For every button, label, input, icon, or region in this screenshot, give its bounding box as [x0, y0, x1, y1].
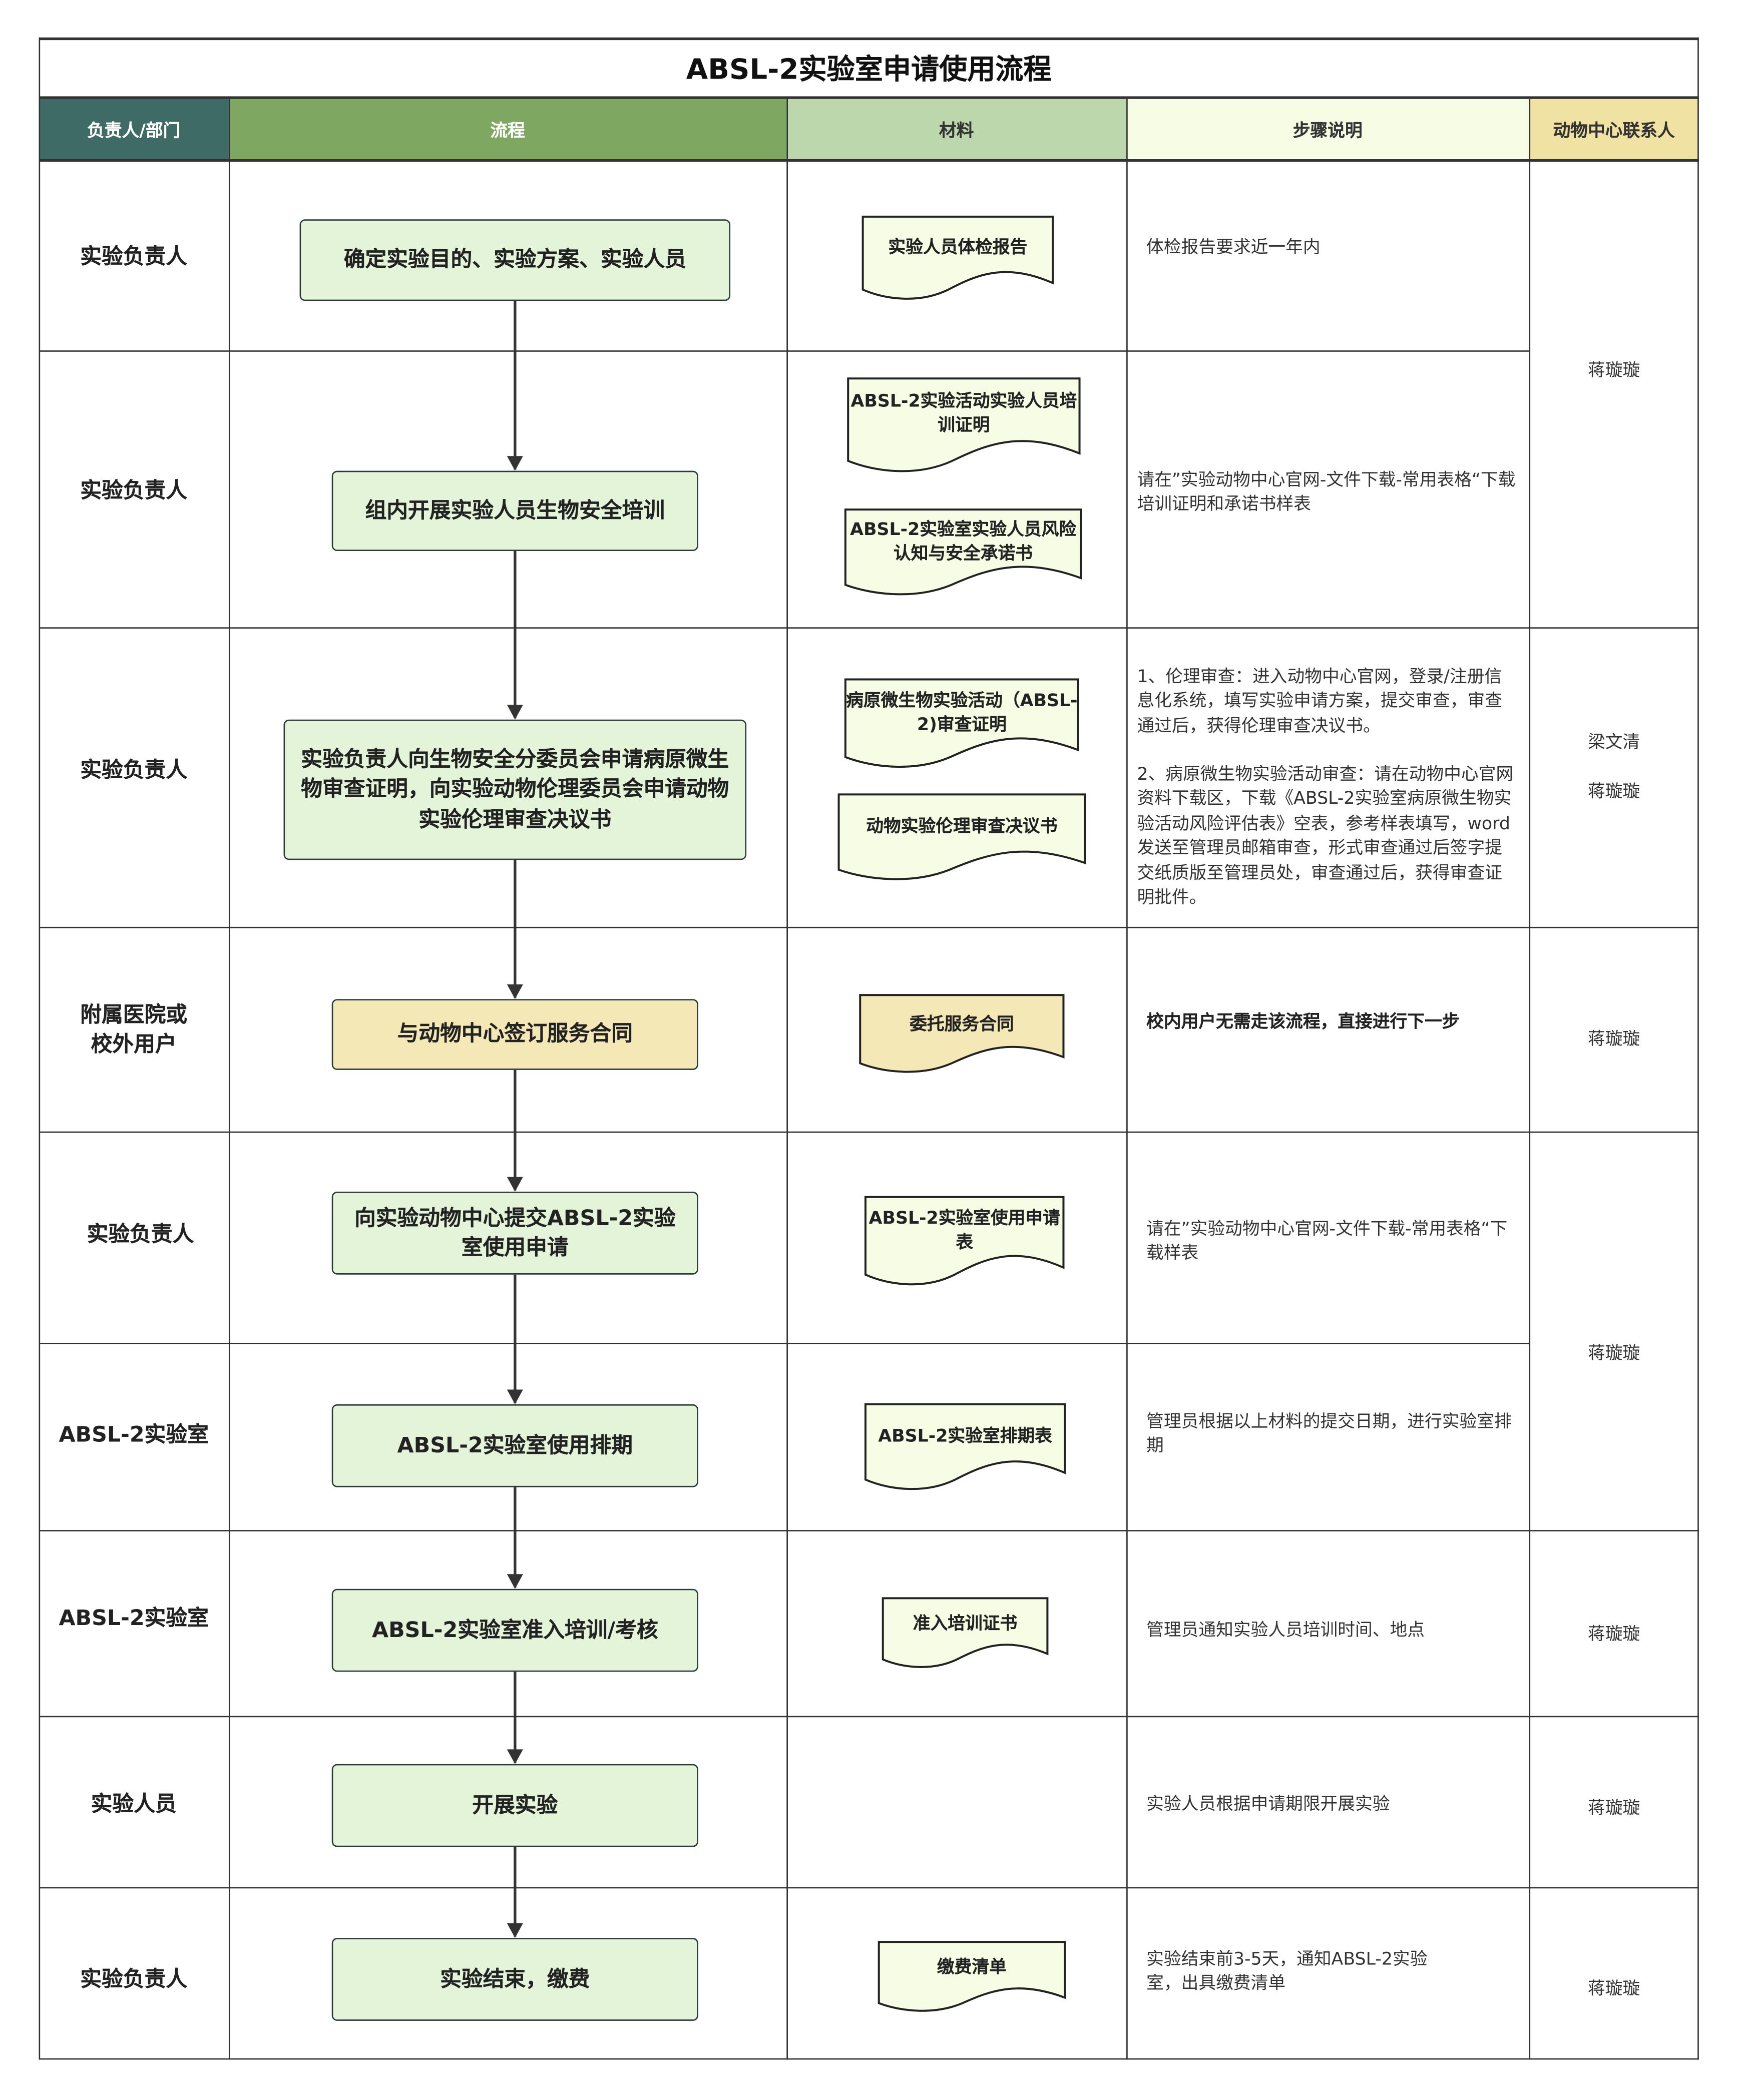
- contact-name: 蒋璇璇: [1587, 1979, 1640, 2000]
- divider: [228, 98, 230, 2060]
- material-label: 实验人员体检报告: [888, 238, 1028, 258]
- material-document: 病原微生物实验活动（ABSL-2)审查证明: [845, 680, 1078, 768]
- document-shape-icon: [879, 1942, 1065, 2011]
- divider: [786, 98, 788, 2060]
- role-label: 实验负责人: [80, 477, 188, 502]
- step-description: 实验人员根据申请期限开展实验: [1146, 1795, 1390, 1815]
- divider: [39, 1887, 1699, 1889]
- flow-arrow: [507, 1070, 523, 1192]
- divider: [39, 1530, 1699, 1531]
- role-label: 实验人员: [91, 1791, 177, 1817]
- material-label: 动物实验伦理审查决议书: [866, 817, 1058, 837]
- step-description: 管理员根据以上材料的提交日期，进行实验室排期: [1146, 1412, 1512, 1457]
- material-label: ABSL-2实验室实验人员风险认知与安全承诺书: [850, 519, 1076, 565]
- process-step-6: ABSL-2实验室使用排期: [331, 1404, 698, 1487]
- header-contact: 动物中心联系人: [1529, 98, 1699, 161]
- role-label: ABSL-2实验室: [59, 1422, 209, 1447]
- material-document: 动物实验伦理审查决议书: [839, 794, 1085, 880]
- divider: [39, 159, 1699, 162]
- role-label: 实验负责人: [80, 1965, 188, 1991]
- material-label: ABSL-2实验室排期表: [878, 1426, 1052, 1447]
- material-label: 病原微生物实验活动（ABSL-2)审查证明: [846, 691, 1078, 736]
- document-shape-icon: [860, 995, 1063, 1073]
- flow-arrow: [507, 551, 523, 720]
- step-description: 实验结束前3-5天，通知ABSL-2实验室，出具缴费清单: [1146, 1950, 1428, 1995]
- material-document: 实验人员体检报告: [863, 217, 1053, 300]
- header-process: 流程: [228, 98, 787, 161]
- process-step-5: 向实验动物中心提交ABSL-2实验室使用申请: [331, 1192, 698, 1275]
- divider: [39, 1342, 1529, 1344]
- contact-name: 蒋璇璇: [1587, 1799, 1640, 1819]
- contact-name: 蒋璇璇: [1587, 1344, 1640, 1364]
- material-label: 委托服务合同: [910, 1014, 1014, 1035]
- header-steps: 步骤说明: [1126, 98, 1529, 161]
- material-label: ABSL-2实验室使用申请表: [868, 1208, 1060, 1253]
- document-shape-icon: [845, 509, 1081, 595]
- table-border: [39, 2058, 1699, 2060]
- contact-name: 蒋璇璇: [1587, 361, 1640, 381]
- process-step-9: 实验结束，缴费: [331, 1938, 698, 2021]
- contact-name: 梁文清: [1587, 733, 1640, 753]
- material-document: ABSL-2实验室使用申请表: [865, 1197, 1064, 1285]
- document-shape-icon: [865, 1197, 1064, 1285]
- process-step-3: 实验负责人向生物安全分委员会申请病原微生物审查证明，向实验动物伦理委员会申请动物…: [283, 719, 747, 860]
- divider: [39, 96, 1699, 99]
- step-description: 2、病原微生物实验活动审查：请在动物中心官网资料下载区，下载《ABSL-2实验室…: [1137, 765, 1514, 909]
- step-description: 1、伦理审查：进入动物中心官网，登录/注册信息化系统，填写实验申请方案，提交审查…: [1137, 667, 1503, 737]
- table-border: [39, 37, 1699, 41]
- document-shape-icon: [839, 794, 1085, 880]
- step-description: 体检报告要求近一年内: [1146, 238, 1321, 258]
- document-shape-icon: [865, 1404, 1065, 1490]
- step-description: 管理员通知实验人员培训时间、地点: [1146, 1621, 1425, 1641]
- header-dept: 负责人/部门: [39, 98, 229, 161]
- document-shape-icon: [863, 217, 1053, 300]
- divider: [39, 350, 1529, 352]
- contact-name: 蒋璇璇: [1587, 1625, 1640, 1645]
- process-step-8: 开展实验: [331, 1764, 698, 1847]
- process-step-7: ABSL-2实验室准入培训/考核: [331, 1589, 698, 1672]
- flow-arrow: [507, 1487, 523, 1589]
- table-border: [39, 37, 41, 2060]
- document-shape-icon: [845, 680, 1078, 768]
- material-document: ABSL-2实验室实验人员风险认知与安全承诺书: [845, 509, 1081, 595]
- material-label: 缴费清单: [937, 1958, 1007, 1978]
- material-document: 缴费清单: [879, 1942, 1065, 2011]
- role-label: 附属医院或校外用户: [80, 1002, 188, 1057]
- role-label: 实验负责人: [87, 1221, 194, 1247]
- contact-name: 蒋璇璇: [1587, 1029, 1640, 1050]
- contact-name: 蒋璇璇: [1587, 782, 1640, 803]
- step-description: 请在”实验动物中心官网-文件下载-常用表格“下载培训证明和承诺书样表: [1137, 470, 1516, 516]
- divider: [39, 627, 1699, 629]
- role-label: 实验负责人: [80, 243, 188, 269]
- process-step-2: 组内开展实验人员生物安全培训: [331, 470, 698, 551]
- divider: [39, 1716, 1699, 1718]
- step-description: 请在”实验动物中心官网-文件下载-常用表格“下载样表: [1146, 1220, 1508, 1265]
- flow-arrow: [507, 301, 523, 471]
- process-step-4: 与动物中心签订服务合同: [331, 999, 698, 1070]
- flow-arrow: [507, 1672, 523, 1764]
- divider: [39, 926, 1699, 928]
- material-document: 准入培训证书: [883, 1598, 1048, 1668]
- material-label: 准入培训证书: [913, 1614, 1018, 1635]
- document-shape-icon: [848, 378, 1079, 472]
- divider: [1529, 98, 1531, 2060]
- header-materials: 材料: [786, 98, 1127, 161]
- process-step-1: 确定实验目的、实验方案、实验人员: [299, 219, 731, 301]
- role-label: ABSL-2实验室: [59, 1605, 209, 1631]
- material-document: ABSL-2实验室排期表: [865, 1404, 1065, 1490]
- material-label: ABSL-2实验活动实验人员培训证明: [850, 392, 1077, 436]
- material-document: ABSL-2实验活动实验人员培训证明: [848, 378, 1079, 472]
- divider: [1126, 98, 1128, 2060]
- flow-arrow: [507, 860, 523, 999]
- document-shape-icon: [883, 1598, 1048, 1668]
- flow-arrow: [507, 1274, 523, 1404]
- table-border: [1697, 37, 1699, 2060]
- material-document: 委托服务合同: [860, 995, 1063, 1073]
- step-description: 校内用户无需走该流程，直接进行下一步: [1146, 1012, 1460, 1033]
- flow-arrow: [507, 1847, 523, 1938]
- page-title: ABSL-2实验室申请使用流程: [686, 53, 1052, 85]
- divider: [39, 1131, 1699, 1133]
- role-label: 实验负责人: [80, 757, 188, 783]
